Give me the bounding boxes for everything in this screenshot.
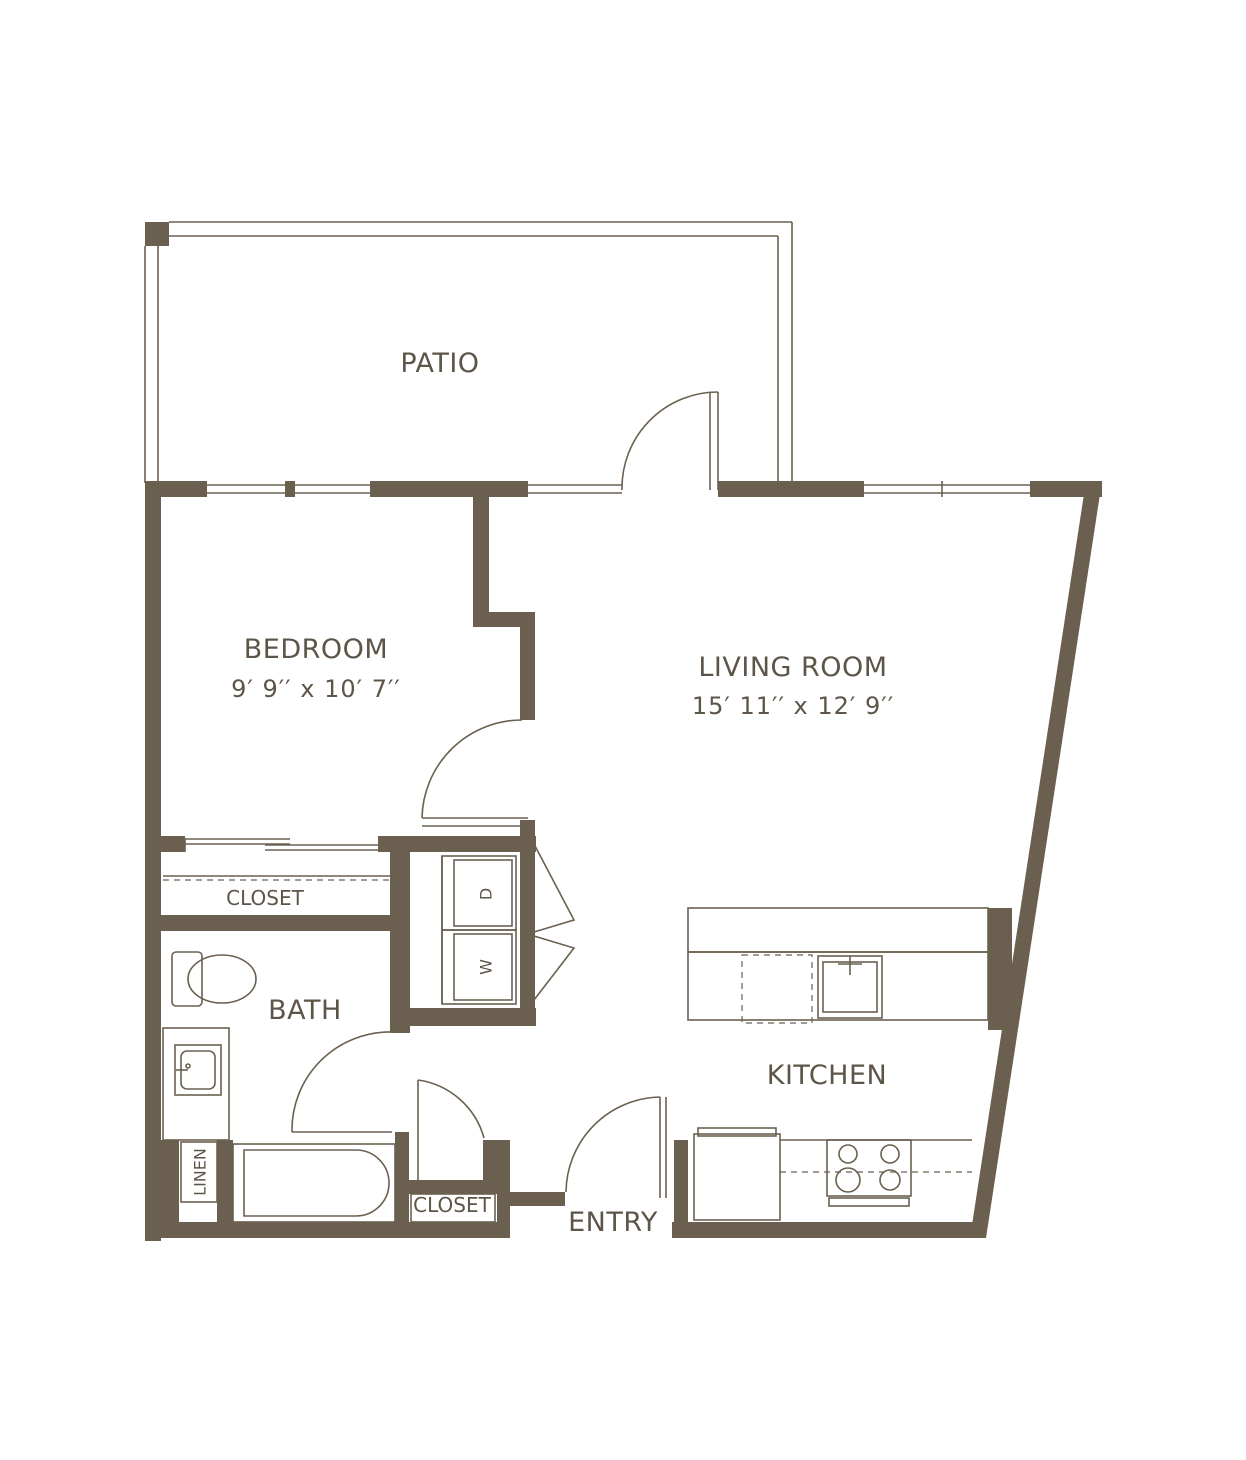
entry-closet-label: CLOSET <box>413 1193 491 1217</box>
patio-door <box>621 391 719 491</box>
bath-label: BATH <box>268 995 342 1026</box>
living-room-dimensions: 15′ 11′′ x 12′ 9′′ <box>692 692 894 720</box>
kitchen <box>687 907 1012 1221</box>
bedroom-partition <box>473 497 535 1025</box>
kitchen-label: KITCHEN <box>767 1060 888 1091</box>
bath <box>161 915 410 1232</box>
living-room-label: LIVING ROOM <box>698 652 887 683</box>
patio-outline <box>144 221 793 483</box>
windows <box>207 481 1030 497</box>
bedroom-closet-label: CLOSET <box>226 886 304 910</box>
exterior-walls <box>145 481 1102 1241</box>
washer-label: W <box>477 959 496 975</box>
patio-label: PATIO <box>400 348 479 379</box>
entry-label: ENTRY <box>568 1207 658 1238</box>
linen-label: LINEN <box>191 1148 210 1196</box>
bedroom-label: BEDROOM <box>244 634 388 665</box>
entry-closet <box>409 1079 497 1223</box>
bedroom-closet <box>161 836 536 931</box>
bedroom-door <box>421 719 528 827</box>
bedroom-dimensions: 9′ 9′′ x 10′ 7′′ <box>231 675 401 703</box>
entry-door <box>565 1096 667 1198</box>
dryer-label: D <box>477 888 496 900</box>
laundry <box>390 836 576 1032</box>
